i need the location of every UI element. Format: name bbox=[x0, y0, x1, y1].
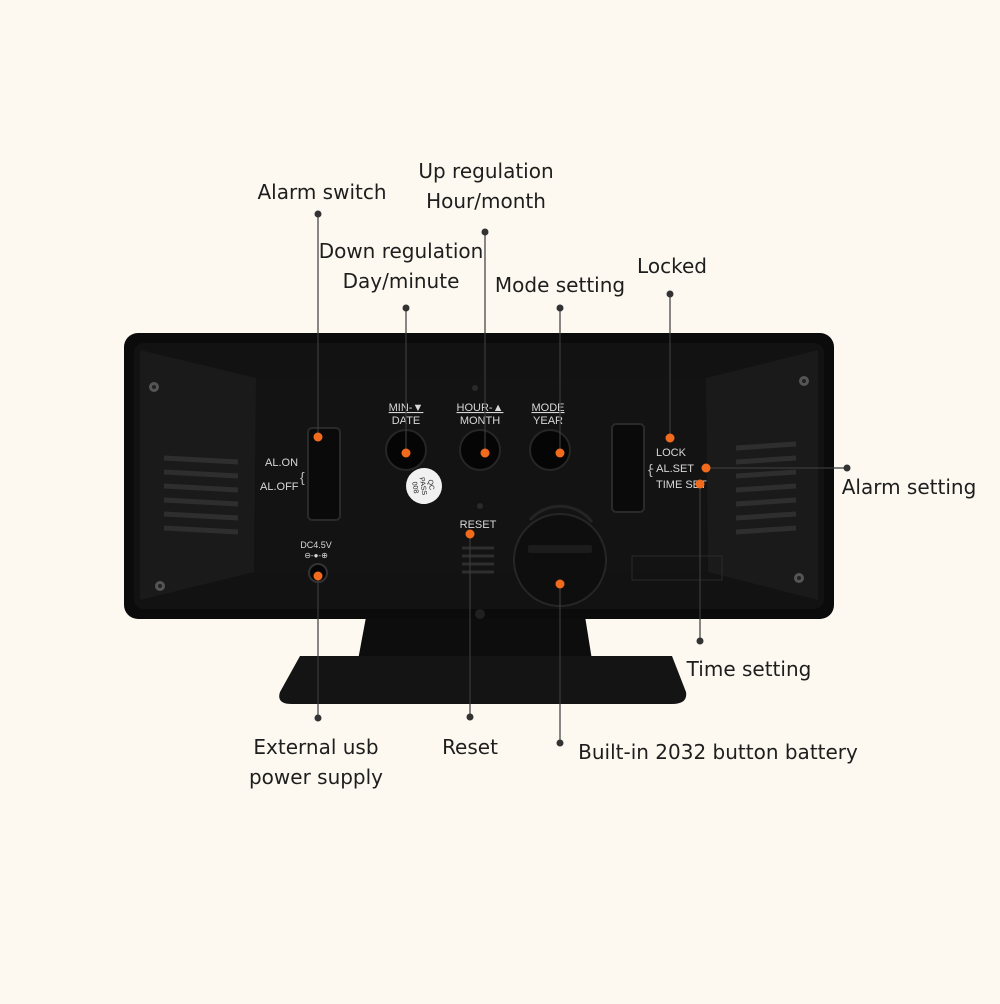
callout-time-setting: Time setting bbox=[686, 657, 812, 681]
switch-bracket: { bbox=[300, 469, 305, 485]
svg-text:008: 008 bbox=[410, 481, 419, 494]
callout-mode-setting: Mode setting bbox=[494, 273, 626, 297]
switch-bracket-right: { bbox=[648, 461, 653, 477]
reset-label: RESET bbox=[460, 519, 497, 531]
callout-locked: Locked bbox=[637, 254, 707, 278]
btn-mode-label: MODE bbox=[532, 402, 565, 414]
speaker-grille bbox=[462, 546, 494, 574]
mode-year-button[interactable] bbox=[529, 429, 571, 471]
time-set-label: TIME SET bbox=[656, 479, 707, 491]
left-vent bbox=[163, 455, 239, 535]
btn-month-label: MONTH bbox=[460, 415, 500, 427]
screw-icon bbox=[155, 581, 165, 591]
leader-lines bbox=[317, 214, 847, 743]
btn-hour-label: HOUR-▲ bbox=[457, 402, 504, 414]
callout-alarm-setting: Alarm setting bbox=[841, 475, 977, 499]
hour-month-button[interactable] bbox=[459, 429, 501, 471]
screw-icon bbox=[149, 382, 159, 392]
lock-switch[interactable] bbox=[611, 423, 645, 513]
callout-reset: Reset bbox=[442, 735, 498, 759]
al-off-label: AL.OFF bbox=[260, 481, 299, 493]
mic-hole bbox=[472, 385, 478, 391]
callout-alarm-switch: Alarm switch bbox=[257, 180, 387, 204]
marker-dots bbox=[313, 432, 711, 589]
svg-text:PASS: PASS bbox=[417, 477, 427, 496]
label-plate bbox=[631, 555, 723, 581]
svg-text:QC: QC bbox=[426, 479, 435, 491]
callout-battery: Built-in 2032 button battery bbox=[578, 740, 858, 764]
polarity-icon: ⊖-●-⊕ bbox=[304, 551, 328, 560]
btn-year-label: YEAR bbox=[533, 415, 563, 427]
dc-label: DC4.5V bbox=[300, 540, 332, 550]
battery-cover-latch bbox=[528, 545, 592, 553]
callout-external-usb: External usb power supply bbox=[248, 735, 384, 789]
qc-sticker: QC PASS 008 bbox=[406, 468, 442, 504]
lock-label: LOCK bbox=[656, 447, 687, 459]
screw-icon bbox=[794, 573, 804, 583]
battery-cover-ridge bbox=[528, 504, 594, 523]
stand-hole bbox=[475, 609, 485, 619]
stand-base bbox=[279, 656, 687, 704]
callout-up-regulation: Up regulation Hour/month bbox=[418, 159, 554, 213]
alarm-switch[interactable] bbox=[307, 427, 341, 521]
leader-endpoints bbox=[314, 210, 851, 747]
reset-hole[interactable] bbox=[477, 503, 483, 509]
screw-icon bbox=[799, 376, 809, 386]
al-on-label: AL.ON bbox=[265, 457, 298, 469]
al-set-label: - AL.SET bbox=[650, 463, 694, 475]
callout-down-regulation: Down regulation Day/minute bbox=[318, 239, 484, 293]
right-vent bbox=[735, 441, 797, 535]
